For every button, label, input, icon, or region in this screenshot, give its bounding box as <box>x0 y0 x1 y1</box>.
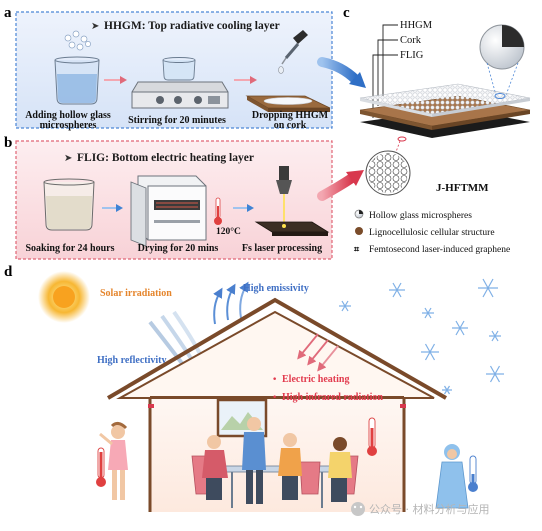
watermark: 公众号 · 材料分析与应用 <box>351 502 490 516</box>
heating-arrows <box>297 333 339 372</box>
microspheres-icon <box>64 30 91 51</box>
snowflake-icon <box>422 307 434 319</box>
cellular-structure-pattern <box>368 153 408 193</box>
house-window <box>216 398 268 438</box>
step-a3-label-2: on cork <box>274 120 307 131</box>
snowflake-icon <box>421 343 439 361</box>
step-arrow-head <box>116 204 123 212</box>
panel-c-letter: c <box>343 5 350 21</box>
step-a1-label-1: Adding hollow glass <box>25 110 111 121</box>
step-b2-label: Drying for 20 mins <box>138 243 219 254</box>
cork-plate-icon <box>245 95 331 112</box>
layer-label-flig: FLIG <box>400 50 424 61</box>
panel-a-letter: a <box>4 5 12 21</box>
heater-mark <box>148 404 154 408</box>
solar-irradiation-label: Solar irradiation <box>100 288 172 299</box>
snowflake-icons <box>339 278 504 395</box>
dropper-icon <box>278 30 308 74</box>
snowflake-icon <box>486 365 504 383</box>
summer-person-icon <box>99 421 128 500</box>
snowflake-icon <box>452 320 468 336</box>
panel-b-title: FLIG: Bottom electric heating layer <box>77 152 254 164</box>
bullet-icon: • <box>272 393 277 403</box>
high-emissivity-label: High emissivity <box>243 283 309 294</box>
bullet-icon: • <box>272 375 277 385</box>
leader-line-hhgm <box>382 24 398 96</box>
person <box>207 435 221 449</box>
drying-oven-icon <box>130 175 207 247</box>
step-a3-label-1: Dropping HHGM <box>252 110 329 121</box>
layer-label-cork: Cork <box>400 35 422 46</box>
flow-arrow-head <box>346 170 364 186</box>
chair <box>299 461 321 495</box>
step-arrow-head <box>250 76 257 84</box>
legend-graphene-icon: ⌗ <box>353 245 360 255</box>
beaker-icon <box>54 56 100 105</box>
zoom-marker <box>494 93 506 99</box>
snowflake-icon <box>478 278 498 298</box>
snowflake-icon <box>339 300 351 312</box>
zoom-line <box>395 140 401 153</box>
layer-label-hhgm: HHGM <box>400 20 433 31</box>
legend-label-graphene: Femtosecond laser-induced graphene <box>369 245 510 255</box>
step-arrow-head <box>120 76 127 84</box>
step-a2-label: Stirring for 20 minutes <box>128 115 226 126</box>
people-meeting-icon <box>191 417 359 508</box>
outdoor-hot-thermometer-icon <box>96 447 106 487</box>
zoom-line <box>505 62 519 96</box>
panel-b-letter: b <box>4 135 12 151</box>
flow-arrow-b-to-c <box>317 173 357 201</box>
step-arrow-head <box>247 204 254 212</box>
panel-c: c HHGM Cork FLIG J-HFTMM <box>343 5 531 255</box>
legend-label-spheres: Hollow glass microspheres <box>369 211 472 221</box>
panel-b: b ➤ FLIG: Bottom electric heating layer <box>4 135 333 260</box>
thermometer-icon <box>214 197 222 225</box>
fs-laser-icon <box>254 166 330 236</box>
magnetic-stirrer-icon <box>131 57 229 109</box>
panel-a-arrow-glyph: ➤ <box>91 21 99 32</box>
oven-temperature: 120°C <box>216 226 241 237</box>
panel-a: a ➤ HHGM: Top radiative cooling layer <box>4 5 333 131</box>
outdoor-cold-thermometer-icon <box>468 455 478 492</box>
panel-c-legend: Hollow glass microspheres Lignocellulosi… <box>353 209 510 255</box>
step-b3-label: Fs laser processing <box>242 243 322 254</box>
heater-mark <box>400 404 406 408</box>
step-a1-label-2: microspheres <box>40 120 97 131</box>
zoom-line <box>486 62 497 96</box>
layer-stack <box>359 83 531 138</box>
snowflake-icon <box>489 330 501 342</box>
soaking-beaker-icon <box>43 178 95 231</box>
flow-arrow-a-to-c <box>317 57 361 85</box>
watermark-text: 公众号 · 材料分析与应用 <box>369 502 490 516</box>
snowflake-icon <box>389 282 405 298</box>
legend-label-cellular: Lignocellulosic cellular structure <box>369 228 495 238</box>
emission-arrows <box>213 281 249 325</box>
house-roof-outer <box>106 297 447 400</box>
wechat-logo-icon <box>351 502 365 516</box>
panel-d-letter: d <box>4 264 13 280</box>
electric-heating-label: Electric heating <box>282 374 349 385</box>
zoom-marker <box>397 136 407 142</box>
legend-cork-icon <box>355 227 363 235</box>
house-wall <box>148 394 406 512</box>
winter-person-icon <box>435 444 469 509</box>
indoor-thermometer-icon <box>367 417 377 456</box>
panel-a-title: HHGM: Top radiative cooling layer <box>104 20 280 32</box>
step-b1-label: Soaking for 24 hours <box>25 243 114 254</box>
hollow-sphere-cutaway <box>502 25 524 47</box>
high-infrared-label: High infrared radiation <box>282 392 383 403</box>
person <box>283 433 297 447</box>
person <box>247 417 261 431</box>
person <box>333 437 347 451</box>
high-reflectivity-label: High reflectivity <box>97 355 167 366</box>
panel-b-arrow-glyph: ➤ <box>64 153 72 164</box>
material-name: J-HFTMM <box>436 182 489 194</box>
leader-line-cork <box>377 39 398 106</box>
flow-arrow-head <box>349 72 366 88</box>
sun-core <box>53 286 75 308</box>
snowflake-icon <box>442 385 452 395</box>
panel-d: d Solar irradiation High reflectivity Hi… <box>4 264 504 516</box>
